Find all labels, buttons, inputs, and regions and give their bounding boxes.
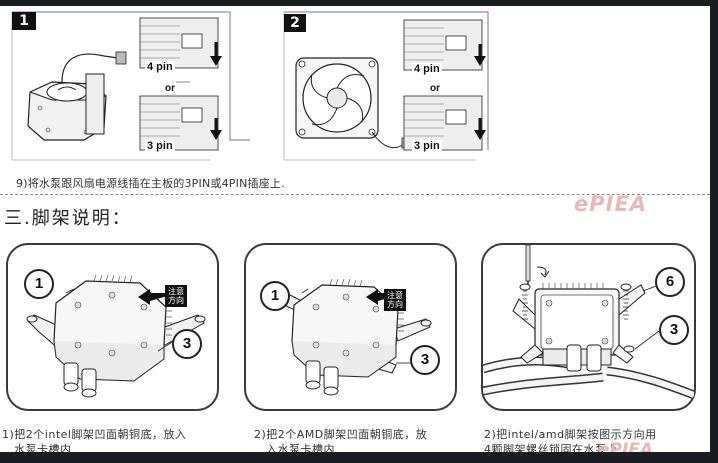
bracket-panel-intel: 1 3 注意 方向 (6, 243, 219, 411)
bracket-panel-screws: 6 3 (481, 243, 696, 411)
callout-1: 1 (260, 281, 290, 311)
caption-intel-line-1: 1)把2个intel脚架凹面朝铜底，放入 (2, 428, 187, 441)
step-1-pin-top-label: 4 pin (145, 61, 175, 73)
callout-1: 1 (24, 269, 54, 299)
attention-direction-tag: 注意 方向 (384, 289, 406, 311)
step-2-panel: 2 4 pin or 3 pin (276, 0, 498, 168)
attention-tag-line-1: 注意 (168, 287, 184, 296)
step-2-pin-bottom-label: 3 pin (412, 140, 442, 152)
step-2-illustration (283, 11, 489, 161)
step-2-or-label: or (430, 83, 440, 94)
bracket-panel-amd: 1 3 注意 方向 (244, 243, 457, 411)
right-frame-bar (710, 0, 718, 463)
step-1-or-label: or (165, 83, 175, 94)
callout-3: 3 (410, 345, 440, 375)
top-frame-bar (0, 0, 718, 6)
bottom-frame-bar (0, 452, 718, 463)
caption-amd-line-1: 2)把2个AMD脚架凹面朝铜底，放 (254, 428, 428, 441)
callout-3: 3 (659, 315, 689, 345)
intel-bracket-illustration (26, 274, 206, 398)
attention-tag-line-2: 方向 (387, 300, 403, 309)
callout-3: 3 (172, 329, 202, 359)
attention-tag-line-1: 注意 (387, 291, 403, 300)
screw-mount-illustration (481, 244, 696, 400)
caption-screws-line-1: 2)把intel/amd脚架按图示方向用 (484, 428, 657, 441)
attention-tag-line-2: 方向 (168, 296, 184, 305)
watermark-logo: ePIEA (574, 192, 648, 216)
step-1-pin-bottom-label: 3 pin (145, 140, 175, 152)
step-1-panel: 1 4 pin or 3 pin (0, 0, 250, 168)
callout-6: 6 (655, 267, 685, 297)
step-1-illustration (11, 11, 250, 161)
dashed-divider (0, 194, 710, 195)
wiring-note: 9)将水泵跟风扇电源线插在主板的3PIN或4PIN插座上. (16, 177, 285, 190)
attention-direction-tag: 注意 方向 (165, 285, 187, 307)
step-2-pin-top-label: 4 pin (412, 63, 442, 75)
amd-bracket-illustration (270, 278, 432, 396)
section-title: 三.脚架说明： (4, 208, 132, 229)
step-1-badge: 1 (12, 12, 36, 30)
step-2-badge: 2 (284, 14, 306, 32)
